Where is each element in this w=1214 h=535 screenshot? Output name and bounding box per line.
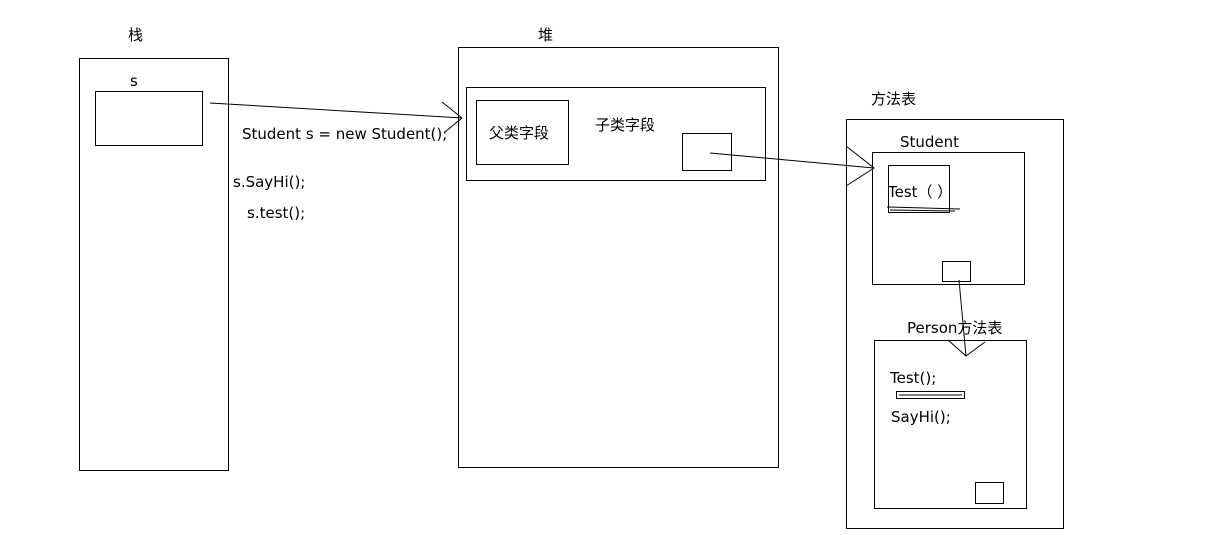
person-pointer-box (975, 482, 1004, 504)
person-test-slot-bar (896, 391, 965, 399)
method-table-frame (846, 119, 1064, 529)
stack-frame (79, 58, 229, 471)
stack-title: 栈 (128, 26, 144, 44)
student-test-method-box (888, 165, 950, 213)
student-test-method-label: Test（ ） (888, 183, 953, 201)
parent-fields-box (476, 100, 569, 165)
stack-var-label: s (130, 72, 138, 90)
arrow-stack-to-heap (209, 102, 463, 119)
code-sayhi-call: s.SayHi(); (233, 173, 306, 191)
arrow-heap-to-method-table (709, 152, 875, 169)
student-base-pointer-box (942, 261, 971, 282)
student-object-box (466, 87, 766, 181)
student-method-table-box (872, 152, 1025, 285)
method-table-pointer-box (682, 133, 732, 171)
student-method-table-title: Student (900, 133, 960, 151)
student-test-underline (886, 206, 961, 210)
person-method-table-box (874, 340, 1027, 509)
heap-frame (458, 47, 779, 468)
parent-fields-label: 父类字段 (489, 124, 550, 142)
arrowhead-method-table (845, 145, 875, 187)
heap-title: 堆 (538, 26, 554, 44)
arrow-student-to-person (958, 279, 967, 357)
code-test-call: s.test(); (247, 204, 306, 222)
code-new-student: Student s = new Student(); (242, 125, 448, 143)
person-sayhi-method-label: SayHi(); (891, 408, 951, 426)
method-table-title: 方法表 (871, 90, 917, 108)
arrowhead-heap (441, 101, 463, 133)
stack-var-s-box (95, 91, 203, 146)
person-test-method-label: Test(); (890, 369, 937, 387)
child-fields-label: 子类字段 (595, 116, 656, 134)
arrowhead-person (947, 339, 986, 357)
person-method-table-title: Person方法表 (907, 319, 1003, 337)
